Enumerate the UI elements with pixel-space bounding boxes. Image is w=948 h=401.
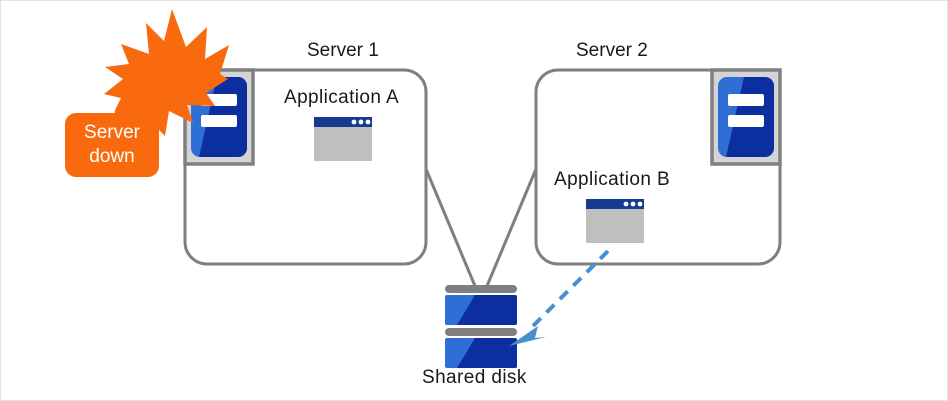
- server-2-box[interactable]: [534, 68, 782, 266]
- server-1-box[interactable]: [183, 68, 428, 266]
- application-a-label: Application A: [284, 87, 400, 108]
- disk-bar-2: [445, 328, 517, 336]
- lightning-burst-icon: [104, 9, 229, 141]
- application-b-label: Application B: [554, 169, 671, 190]
- server-down-badge[interactable]: Server down: [65, 113, 159, 177]
- failover-arrow: [509, 249, 610, 346]
- server-down-badge-line1: Server: [84, 122, 140, 144]
- server-2-label: Server 2: [576, 40, 648, 61]
- application-window-icon-b: [586, 199, 644, 243]
- application-window-icon-a: [314, 117, 372, 161]
- connector-lines: [424, 167, 538, 288]
- server-1-label: Server 1: [307, 40, 379, 61]
- disk-bar-1: [445, 285, 517, 293]
- connector-server1-disk: [424, 167, 477, 288]
- shared-disk-icon: [445, 285, 517, 368]
- server-icon-2: [710, 68, 782, 166]
- connector-server2-disk: [485, 167, 538, 288]
- shared-disk-label: Shared disk: [422, 367, 527, 388]
- server-down-badge-line2: down: [89, 146, 135, 167]
